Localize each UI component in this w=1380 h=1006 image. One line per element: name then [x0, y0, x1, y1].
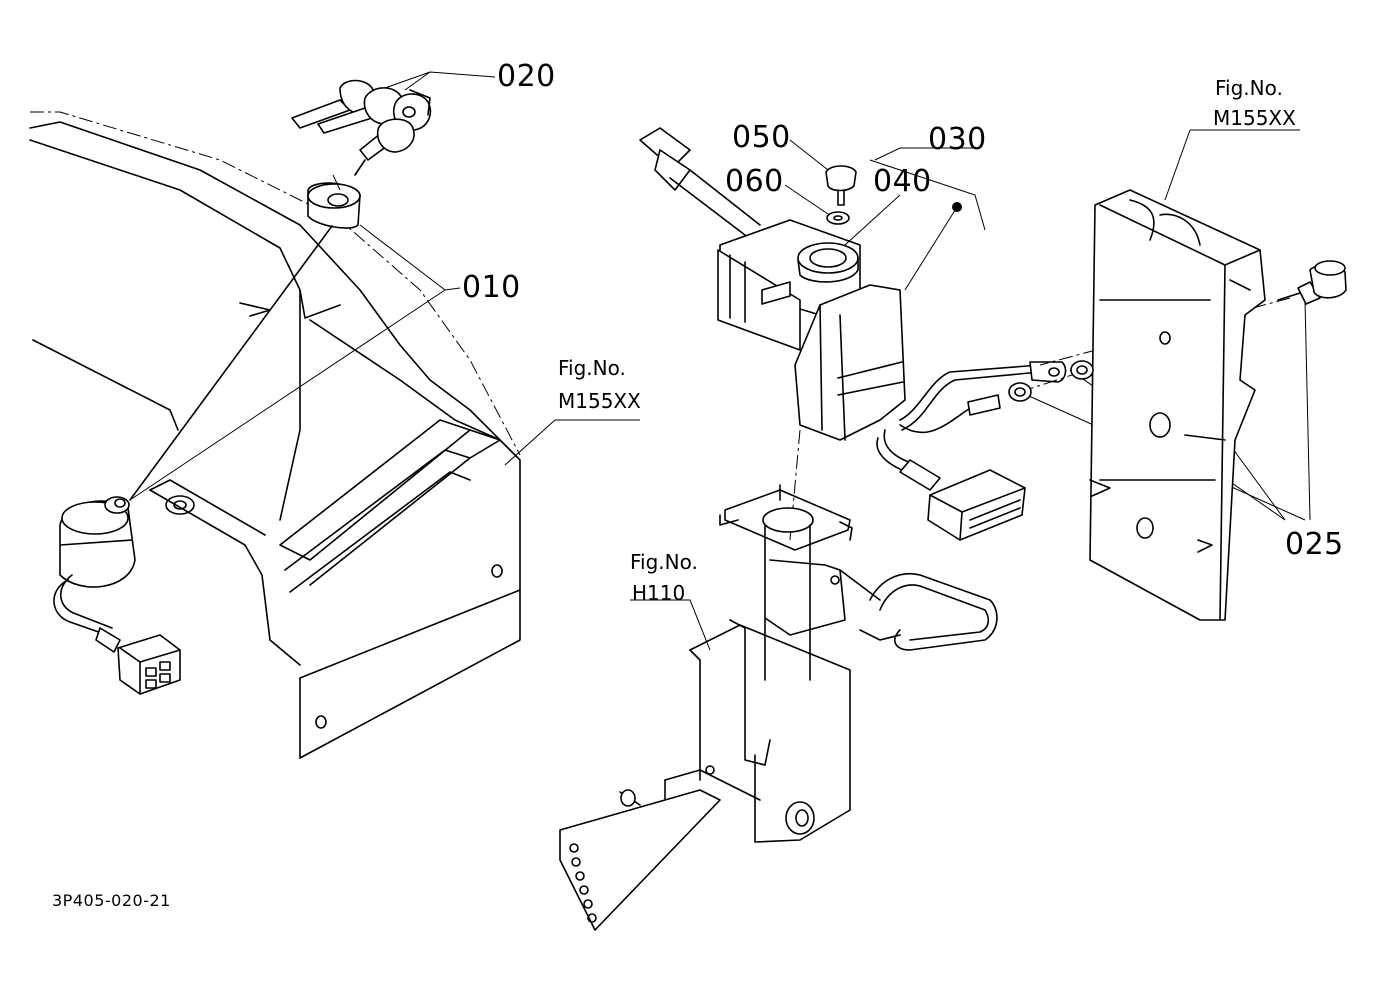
leader-lines-left — [129, 71, 640, 501]
ignition-keys — [291, 79, 432, 176]
fig-ref-left-title: Fig.No. — [558, 356, 626, 380]
dashboard-panel — [29, 111, 521, 759]
fig-ref-lower-title: Fig.No. — [630, 550, 698, 574]
callout-050: 050 — [732, 120, 791, 155]
key-switch — [53, 496, 181, 695]
fig-ref-left-code: M155XX — [558, 389, 641, 413]
callout-030: 030 — [928, 122, 987, 157]
callout-060: 060 — [725, 164, 784, 199]
washers-and-pin — [1008, 260, 1347, 402]
screw-and-washer — [825, 165, 857, 225]
fig-ref-lower-code: H110 — [632, 581, 686, 605]
fig-ref-right-title: Fig.No. — [1215, 76, 1283, 100]
combination-switch — [639, 127, 1067, 541]
callout-025: 025 — [1285, 527, 1344, 562]
callout-010: 010 — [462, 270, 521, 305]
steering-column — [559, 484, 998, 931]
callout-040: 040 — [873, 164, 932, 199]
key-cylinder-bezel — [129, 174, 361, 501]
drawing-code: 3P405-020-21 — [52, 891, 171, 910]
right-bracket-panel — [1089, 189, 1266, 621]
callout-020: 020 — [497, 59, 556, 94]
fig-ref-right-code: M155XX — [1213, 106, 1296, 130]
